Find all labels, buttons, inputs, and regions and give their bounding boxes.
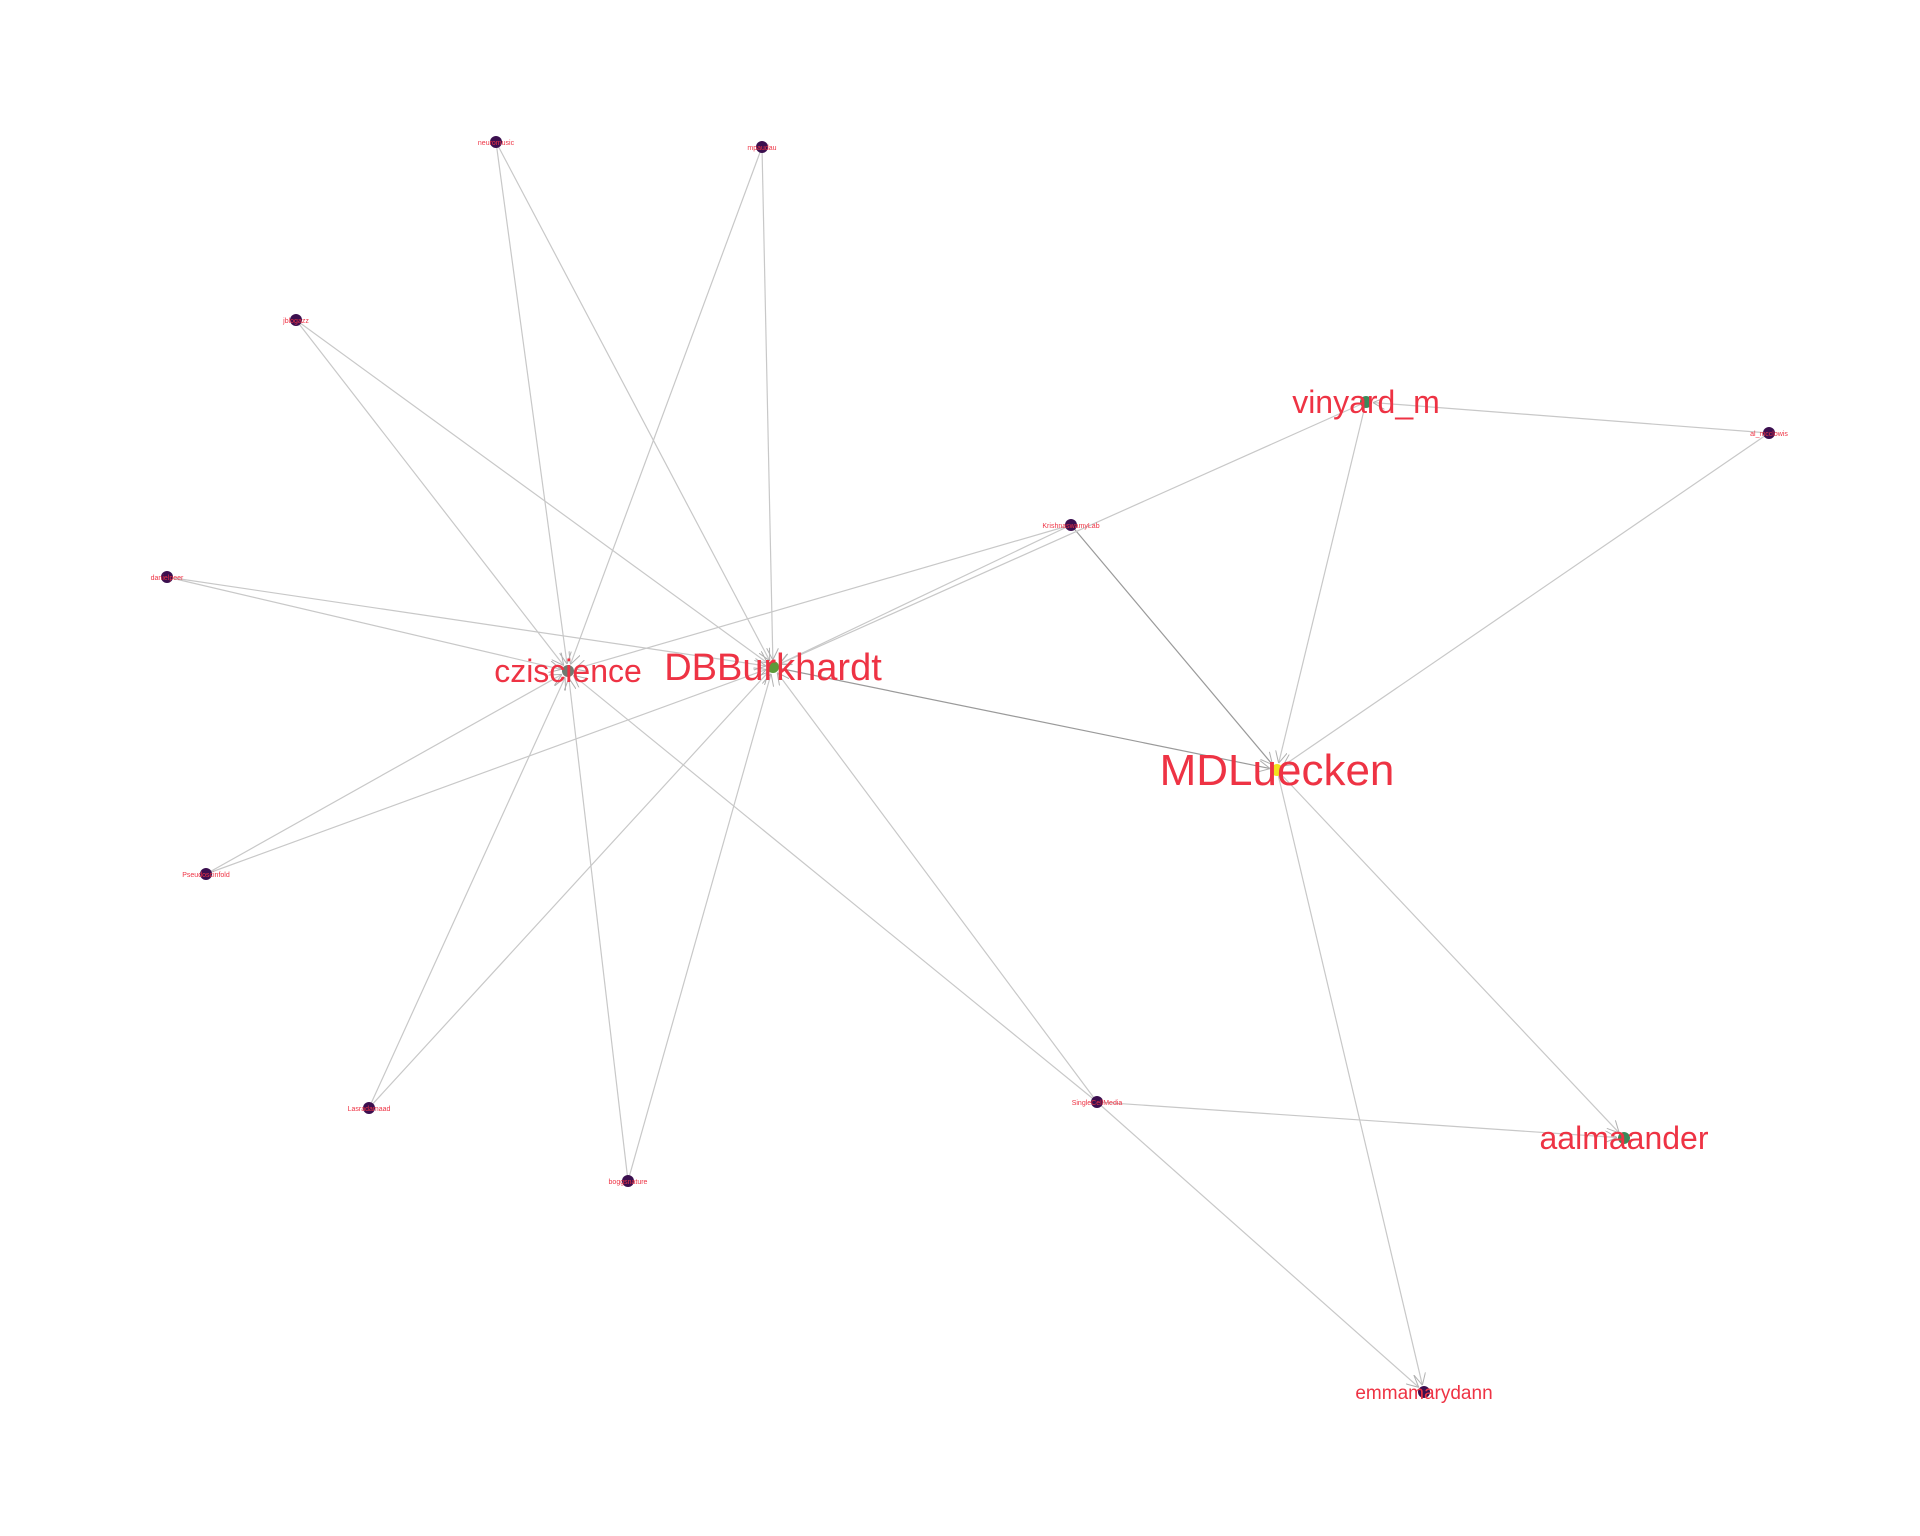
node-label-neuromusic: neuromusic bbox=[478, 140, 515, 147]
edge-danielpeer-to-czi_science bbox=[166, 576, 561, 669]
node-mpaudau[interactable] bbox=[756, 141, 768, 153]
edge-SingleCellMedia-to-emmamarydann bbox=[1096, 1101, 1419, 1387]
edge-layer bbox=[166, 141, 1770, 1387]
edge-Lasradamaad-to-czi_science bbox=[368, 677, 565, 1109]
node-label-vinyard_m: vinyard_m bbox=[1292, 384, 1440, 420]
edge-Pseudoscinfold-to-czi_science bbox=[205, 674, 562, 875]
node-boggsnature[interactable] bbox=[622, 1175, 634, 1187]
edge-jblogazz-to-DBBurkhardt bbox=[295, 319, 767, 663]
edge-mpaudau-to-czi_science bbox=[570, 146, 763, 664]
edge-Pseudoscinfold-to-DBBurkhardt bbox=[205, 669, 766, 875]
edge-SingleCellMedia-to-czi_science bbox=[573, 675, 1098, 1103]
edge-neuromusic-to-czi_science bbox=[495, 141, 567, 664]
node-Pseudoscinfold[interactable] bbox=[200, 868, 212, 880]
edge-mpaudau-to-DBBurkhardt bbox=[761, 146, 773, 660]
node-MDLuecken[interactable] bbox=[1271, 764, 1283, 776]
edge-al_mcclowis-to-MDLuecken bbox=[1283, 432, 1770, 766]
edge-KrishnaswamyLab-to-czi_science bbox=[575, 524, 1072, 669]
edge-vinyard_m-to-DBBurkhardt bbox=[779, 401, 1367, 664]
node-label-jblogazz: jblogazz bbox=[282, 318, 309, 325]
edge-MDLuecken-to-aalmaander bbox=[1276, 769, 1619, 1133]
node-SingleCellMedia[interactable] bbox=[1091, 1096, 1103, 1108]
node-DBBurkhardt[interactable] bbox=[767, 661, 779, 673]
edge-danielpeer-to-DBBurkhardt bbox=[166, 576, 766, 666]
node-KrishnaswamyLab[interactable] bbox=[1065, 519, 1077, 531]
edge-jblogazz-to-czi_science bbox=[295, 319, 564, 665]
node-layer bbox=[161, 136, 1775, 1398]
edge-KrishnaswamyLab-to-DBBurkhardt bbox=[779, 524, 1072, 664]
edge-vinyard_m-to-MDLuecken bbox=[1279, 401, 1367, 763]
edge-DBBurkhardt-to-MDLuecken bbox=[772, 666, 1270, 769]
node-neuromusic[interactable] bbox=[490, 136, 502, 148]
edge-boggsnature-to-DBBurkhardt bbox=[627, 674, 771, 1182]
node-czi_science[interactable] bbox=[562, 665, 574, 677]
node-label-czi_science: cziscience bbox=[494, 653, 642, 689]
edge-neuromusic-to-DBBurkhardt bbox=[495, 141, 771, 661]
node-label-boggsnature: boggsnature bbox=[609, 1179, 648, 1186]
node-label-DBBurkhardt: DBBurkhardt bbox=[664, 647, 882, 689]
node-emmamarydann[interactable] bbox=[1418, 1386, 1430, 1398]
node-label-SingleCellMedia: SingleCellMedia bbox=[1072, 1100, 1123, 1107]
edge-boggsnature-to-czi_science bbox=[569, 678, 629, 1182]
node-label-mpaudau: mpaudau bbox=[747, 145, 776, 152]
edge-Lasradamaad-to-DBBurkhardt bbox=[368, 672, 768, 1109]
node-label-MDLuecken: MDLuecken bbox=[1160, 746, 1395, 795]
node-label-al_mcclowis: al_mcclowis bbox=[1750, 431, 1788, 438]
node-aalmaander[interactable] bbox=[1618, 1132, 1630, 1144]
edge-SingleCellMedia-to-aalmaander bbox=[1096, 1101, 1617, 1138]
node-label-aalmaander: aalmaander bbox=[1540, 1120, 1709, 1156]
edge-MDLuecken-to-emmamarydann bbox=[1276, 769, 1422, 1385]
node-label-KrishnaswamyLab: KrishnaswamyLab bbox=[1042, 523, 1099, 530]
label-layer: neuromusic mpaudau jblogazz danielpeerPseud… bbox=[151, 140, 1789, 1404]
node-label-danielpeer: danielpeer bbox=[151, 575, 184, 582]
node-vinyard_m[interactable] bbox=[1360, 396, 1372, 408]
node-jblogazz[interactable] bbox=[290, 314, 302, 326]
node-danielpeer[interactable] bbox=[161, 571, 173, 583]
node-label-Pseudoscinfold: Pseudoscinfold bbox=[182, 872, 230, 879]
edge-al_mcclowis-to-vinyard_m bbox=[1373, 403, 1770, 434]
node-label-emmamarydann: emmamarydann bbox=[1355, 1383, 1492, 1404]
node-al_mcclowis[interactable] bbox=[1763, 427, 1775, 439]
node-label-Lasradamaad: Lasradamaad bbox=[348, 1106, 391, 1113]
edge-KrishnaswamyLab-to-MDLuecken bbox=[1070, 524, 1272, 765]
edge-SingleCellMedia-to-DBBurkhardt bbox=[777, 673, 1098, 1103]
node-Lasradamaad[interactable] bbox=[363, 1102, 375, 1114]
